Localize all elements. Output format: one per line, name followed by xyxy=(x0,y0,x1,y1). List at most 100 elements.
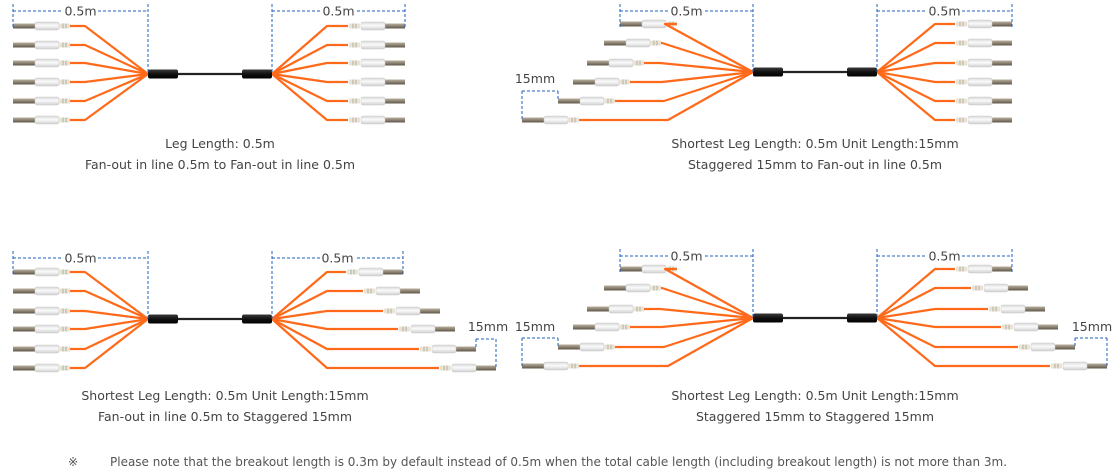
right-leg-length-label: 0.5m xyxy=(928,4,960,19)
left-leg-length-label: 0.5m xyxy=(670,249,702,264)
right-fiber-leg xyxy=(876,317,1050,368)
right-breakout-boot xyxy=(242,69,272,79)
right-connector xyxy=(956,58,1012,68)
left-connector xyxy=(13,324,70,334)
right-fiber-leg xyxy=(876,70,955,84)
left-fiber-leg xyxy=(660,41,754,74)
footnote: ※Please note that the breakout length is… xyxy=(68,455,1007,469)
right-fiber-leg xyxy=(876,307,988,320)
right-connector xyxy=(1002,322,1058,332)
left-connector xyxy=(604,38,661,48)
panel-1-caption: Leg Length: 0.5m Fan-out in line 0.5m to… xyxy=(60,133,380,175)
panel-3-caption-line2: Fan-out in line 0.5m to Staggered 15mm xyxy=(97,409,353,424)
left-connector xyxy=(587,58,644,68)
left-fiber-leg xyxy=(615,316,754,349)
left-connector xyxy=(13,40,70,50)
right-connector xyxy=(349,96,405,106)
right-fiber-leg xyxy=(271,61,348,76)
left-unit-length-label: 15mm xyxy=(515,71,555,86)
left-leg-length-label: 0.5m xyxy=(64,4,96,19)
right-fiber-leg xyxy=(271,73,348,103)
right-fiber-leg xyxy=(876,71,955,103)
right-breakout-boot xyxy=(242,314,272,324)
right-connector xyxy=(956,115,1012,125)
left-fiber-leg xyxy=(630,316,754,329)
left-fiber-leg xyxy=(663,22,754,73)
right-connector xyxy=(420,344,476,354)
right-connector xyxy=(349,21,405,31)
left-connector xyxy=(573,77,630,87)
left-fiber-leg xyxy=(70,309,149,321)
left-leg-length-label: 0.5m xyxy=(64,251,96,266)
right-connector xyxy=(349,115,405,125)
left-fiber-leg xyxy=(70,318,149,351)
right-fiber-leg xyxy=(271,72,348,84)
footnote-text: Please note that the breakout length is … xyxy=(110,455,1008,469)
right-connector xyxy=(384,306,440,316)
right-fiber-leg xyxy=(271,43,348,75)
left-connector xyxy=(13,115,70,125)
right-breakout-boot xyxy=(847,313,877,323)
right-connector xyxy=(347,267,403,277)
left-connector xyxy=(13,267,70,277)
right-connector xyxy=(956,38,1012,48)
left-breakout-boot xyxy=(753,67,783,77)
left-fiber-leg xyxy=(70,317,149,331)
right-connector xyxy=(956,19,1012,29)
left-fiber-leg xyxy=(70,270,149,320)
right-leg-length-label: 0.5m xyxy=(322,4,354,19)
right-fiber-leg xyxy=(271,317,398,331)
right-connector xyxy=(349,77,405,87)
left-connector xyxy=(573,322,630,332)
left-fiber-leg xyxy=(644,61,754,74)
panel-2-caption-line2: Staggered 15mm to Fan-out in line 0.5m xyxy=(687,157,943,172)
left-connector xyxy=(13,77,70,87)
panel-1-caption-line2: Fan-out in line 0.5m to Fan-out in line … xyxy=(84,157,356,172)
right-connector xyxy=(956,77,1012,87)
left-connector xyxy=(13,96,70,106)
panel-1-caption-line1: Leg Length: 0.5m xyxy=(165,136,275,151)
panel-2-caption-line1: Shortest Leg Length: 0.5m Unit Length:15… xyxy=(671,136,959,151)
left-fiber-leg xyxy=(70,289,149,321)
right-connector xyxy=(440,363,496,373)
right-connector xyxy=(349,40,405,50)
right-unit-length-label: 15mm xyxy=(468,319,508,334)
left-connector xyxy=(13,363,70,373)
right-fiber-leg xyxy=(876,71,955,122)
right-fiber-leg xyxy=(876,317,1018,349)
right-leg-length-label: 0.5m xyxy=(928,249,960,264)
right-fiber-leg xyxy=(271,309,383,321)
left-unit-length-label: 15mm xyxy=(515,319,555,334)
panel-2-caption: Shortest Leg Length: 0.5m Unit Length:15… xyxy=(640,133,990,175)
left-fiber-leg xyxy=(70,72,149,84)
right-fiber-leg xyxy=(876,316,1001,329)
left-connector xyxy=(13,286,70,296)
right-connector xyxy=(1019,342,1075,352)
left-fiber-leg xyxy=(579,317,754,368)
left-connector xyxy=(587,304,644,314)
right-connector xyxy=(349,58,405,68)
left-connector xyxy=(13,58,70,68)
left-fiber-leg xyxy=(630,70,754,84)
left-fiber-leg xyxy=(70,318,149,370)
panel-4-caption: Shortest Leg Length: 0.5m Unit Length:15… xyxy=(640,385,990,427)
left-fiber-leg xyxy=(70,72,149,103)
right-fiber-leg xyxy=(271,270,346,320)
right-unit-length-label: 15mm xyxy=(1072,319,1112,334)
right-connector xyxy=(1051,361,1107,371)
left-fiber-leg xyxy=(70,24,149,75)
left-connector xyxy=(558,96,615,106)
right-fiber-leg xyxy=(876,267,955,319)
right-fiber-leg xyxy=(271,289,363,320)
left-fiber-leg xyxy=(70,73,149,122)
panel-3-caption: Shortest Leg Length: 0.5m Unit Length:15… xyxy=(50,385,400,427)
right-fiber-leg xyxy=(271,318,439,370)
left-breakout-boot xyxy=(148,314,178,324)
left-connector xyxy=(13,306,70,316)
right-connector xyxy=(956,96,1012,106)
left-fiber-leg xyxy=(70,43,149,75)
right-connector xyxy=(399,324,455,334)
right-connector xyxy=(956,264,1012,274)
left-connector xyxy=(13,344,70,354)
